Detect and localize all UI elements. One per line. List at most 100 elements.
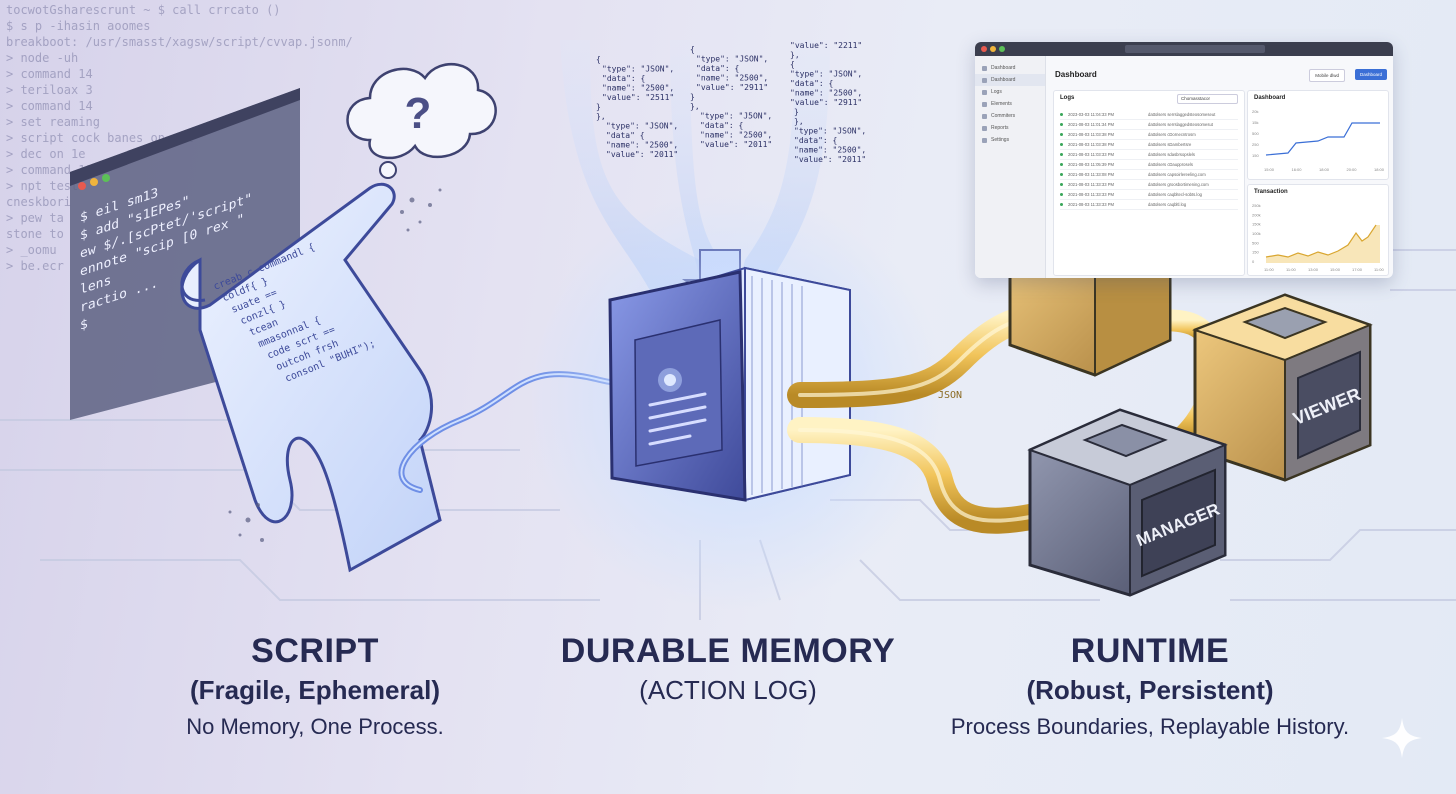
json-line: {: [690, 45, 695, 54]
status-dot-icon: [1060, 163, 1063, 166]
json-line: "name": "2500",: [696, 74, 768, 83]
sidebar-item[interactable]: Settings: [975, 134, 1045, 146]
logs-panel: Logs Chomasstacor 2023-03-03 11:04:33 PM…: [1053, 90, 1245, 276]
x-tick-label: 18:00: [1319, 167, 1330, 172]
script-caption: SCRIPT (Fragile, Ephemeral) No Memory, O…: [150, 632, 480, 740]
status-dot-icon: [1060, 113, 1063, 116]
y-tick-label: 20k: [1252, 109, 1258, 114]
json-line: {: [790, 60, 795, 69]
runtime-caption: RUNTIME (Robust, Persistent) Process Bou…: [920, 632, 1380, 740]
terminal-line: > be.ecr: [6, 259, 64, 273]
log-row[interactable]: 2021-08-03 11:33:33 PM dattolsers groosbo…: [1060, 181, 1238, 190]
maximize-icon: [999, 46, 1005, 52]
log-timestamp: 2021-08-03 11:03:38 PM: [1068, 132, 1115, 137]
x-tick-label: 15:00: [1264, 167, 1275, 172]
logs-filter-select[interactable]: Chomasstacor: [1177, 94, 1238, 104]
log-row[interactable]: 2021-08-03 11:33:08 PM dattolsers capsoir…: [1060, 171, 1238, 180]
chart2-title: Transaction: [1254, 189, 1288, 195]
status-dot-icon: [1060, 123, 1063, 126]
status-dot-icon: [1060, 173, 1063, 176]
y-tick-label: 100k: [1252, 231, 1261, 236]
log-timestamp: 2021-08-03 11:05:39 PM: [1068, 162, 1115, 167]
status-dot-icon: [1060, 153, 1063, 156]
memory-subtitle: (ACTION LOG): [639, 675, 817, 705]
terminal-line: tocwotGsharescrunt ~ $ call crrcato (): [6, 3, 281, 17]
x-tick-label: 11:00: [1374, 267, 1384, 272]
y-tick-label: 250: [1252, 142, 1259, 147]
json-line: "value": "2511": [602, 93, 674, 102]
sidebar-item[interactable]: Commiters: [975, 110, 1045, 122]
y-tick-label: 500: [1252, 240, 1259, 245]
y-tick-label: 150k: [1252, 222, 1261, 227]
log-message: dattolsers cDornecntrosm: [1148, 132, 1196, 137]
log-row[interactable]: 2021-08-03 11:05:39 PM dattolsers cDauppr…: [1060, 161, 1238, 170]
log-message: dattolsers sdasbrsopslels: [1148, 152, 1196, 157]
json-line: }: [690, 93, 695, 102]
memory-caption: DURABLE MEMORY (ACTION LOG): [548, 632, 908, 706]
status-dot-icon: [1060, 143, 1063, 146]
log-message: dattolsers cDaupprosels: [1148, 162, 1193, 167]
x-tick-label: 16:00: [1292, 167, 1303, 172]
status-dot-icon: [1060, 183, 1063, 186]
y-tick-label: 0: [1252, 259, 1255, 264]
json-line: "type": "JSON",: [606, 122, 678, 131]
json-line: },: [596, 112, 606, 121]
log-message: dattolsers capsoirlereeling.com: [1148, 172, 1206, 177]
svg-text:?: ?: [405, 89, 432, 138]
dashboard-window: Dashboard Dashboard Logs Elements Commit…: [975, 42, 1393, 278]
json-line: "data" {: [606, 131, 645, 140]
json-line: },: [690, 102, 700, 111]
mobile-button[interactable]: Mobile dlwd: [1309, 69, 1345, 82]
sidebar-item[interactable]: Dashboard: [975, 74, 1045, 86]
json-line: "data": {: [696, 64, 739, 73]
json-line: "type": "JSON",: [790, 70, 862, 79]
json-line: "type": "JSON",: [696, 55, 768, 64]
log-timestamp: 2021-08-03 11:33:33 PM: [1068, 182, 1115, 187]
terminal-line: > node -uh: [6, 51, 79, 65]
json-snippets: {"type": "JSON","data": {"name": "2500",…: [596, 41, 866, 164]
json-line: "type": "J5ON",: [700, 112, 772, 121]
x-tick-label: 11:00: [1286, 267, 1296, 272]
json-line: },: [790, 51, 800, 60]
script-subtitle: (Fragile, Ephemeral): [190, 675, 440, 705]
sidebar-item[interactable]: Logs: [975, 86, 1045, 98]
json-line: "value": "2211": [790, 41, 862, 50]
sidebar-item[interactable]: Elements: [975, 98, 1045, 110]
runtime-subtitle: (Robust, Persistent): [1026, 675, 1274, 705]
close-icon: [981, 46, 987, 52]
log-message: dattolsers groosbortimening.com: [1148, 182, 1209, 187]
runtime-module-manager: [1027, 408, 1228, 597]
sidebar-item[interactable]: Dashboard: [975, 62, 1045, 74]
log-timestamp: 2021-08-03 11:03:38 PM: [1068, 142, 1115, 147]
json-line: }: [596, 103, 601, 112]
sidebar-item[interactable]: Reports: [975, 122, 1045, 134]
x-tick-label: 11:00: [1264, 267, 1274, 272]
dashboard-titlebar: [975, 42, 1393, 56]
dissolve-particles: [228, 188, 442, 542]
x-tick-label: 15:00: [1330, 267, 1341, 272]
terminal-line: $ s p -ihasin aoomes: [6, 19, 151, 33]
runtime-title: RUNTIME: [1070, 632, 1230, 670]
dashboard-button[interactable]: Dashboard: [1354, 69, 1387, 80]
chart1-title: Dashboard: [1254, 95, 1286, 101]
chart2-line: [1265, 224, 1377, 258]
log-timestamp: 2021-08-03 11:33:08 PM: [1068, 172, 1115, 177]
json-line: "type": "JSON",: [794, 127, 866, 136]
json-line: "name": "2500",: [606, 141, 678, 150]
log-row[interactable]: 2021-08-03 11:03:38 PM dattolsers cDornec…: [1060, 131, 1238, 140]
script-scroll: [180, 182, 442, 573]
terminal-line: > dec on 1e: [6, 147, 86, 161]
json-line: "name": "2500",: [602, 84, 674, 93]
log-message: dattolsers serrslaggedsteosomesut: [1148, 122, 1213, 127]
